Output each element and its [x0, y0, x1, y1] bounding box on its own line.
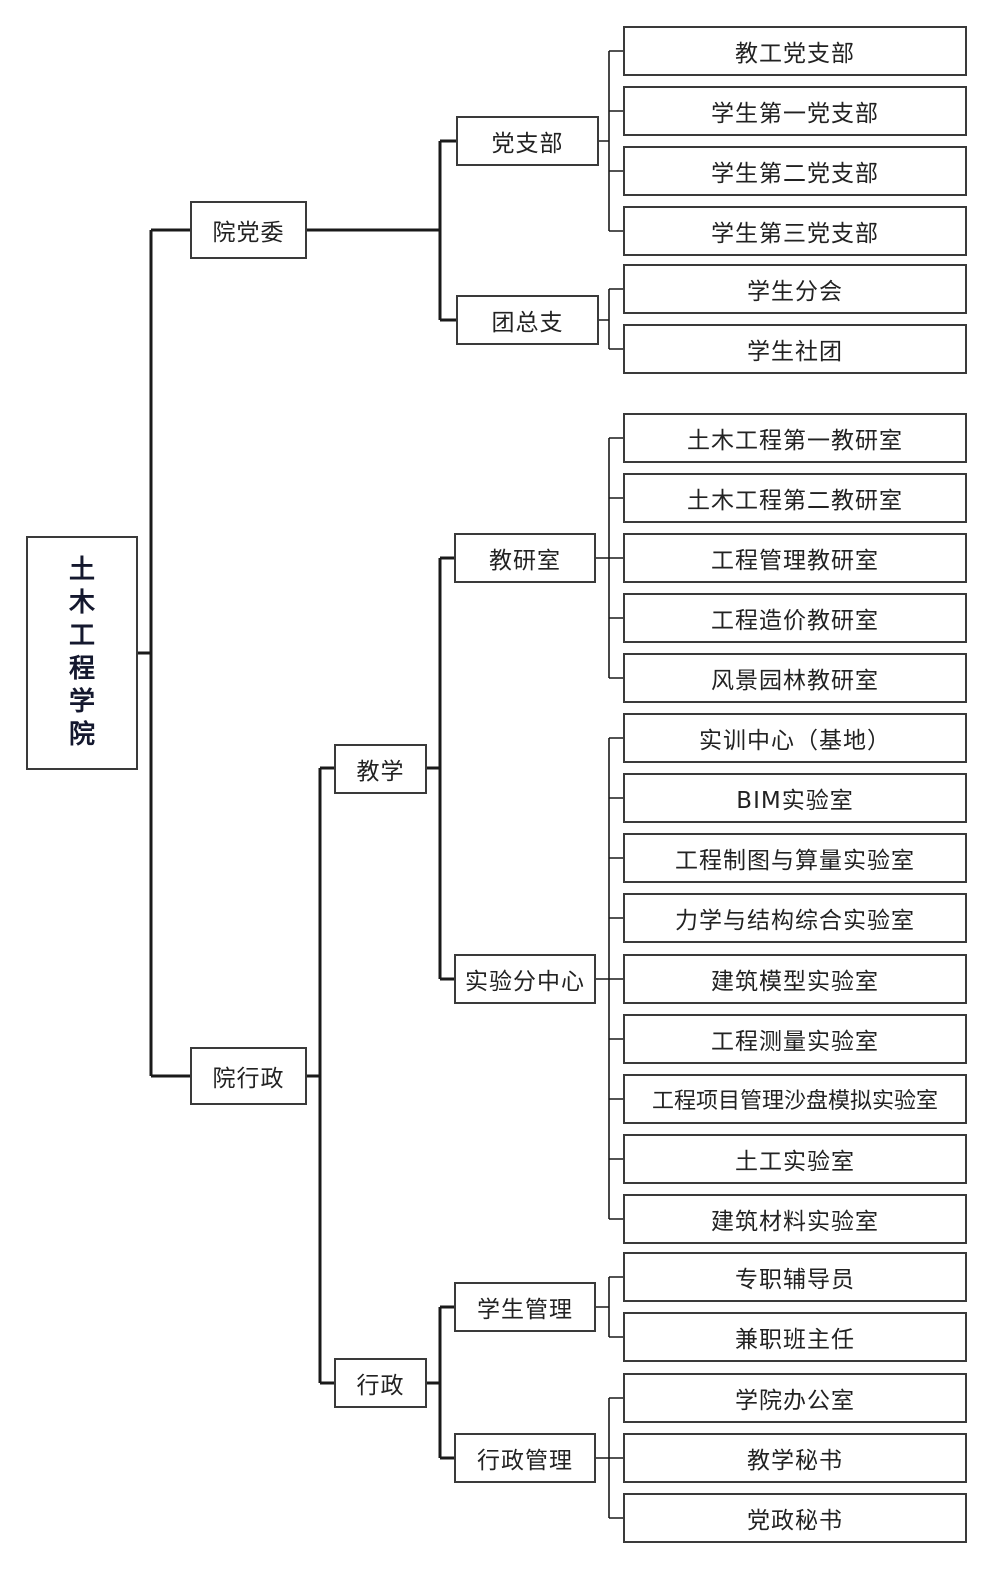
- leaf-node: 党政秘书: [623, 1493, 967, 1543]
- node-lab-center: 实验分中心: [454, 954, 596, 1004]
- node-college-admin: 院行政: [190, 1047, 307, 1105]
- root-char: 工: [68, 621, 95, 651]
- node-party-branch: 党支部: [456, 116, 599, 166]
- leaf-node: 工程造价教研室: [623, 593, 967, 643]
- node-youth-league: 团总支: [456, 295, 599, 345]
- leaf-node: 土木工程第一教研室: [623, 413, 967, 463]
- leaf-node: 土工实验室: [623, 1134, 967, 1184]
- leaf-node: 工程测量实验室: [623, 1014, 967, 1064]
- node-admin-management: 行政管理: [454, 1433, 596, 1483]
- root-char: 学: [68, 687, 95, 717]
- node-research-office: 教研室: [454, 533, 596, 583]
- leaf-node: 学院办公室: [623, 1373, 967, 1423]
- leaf-node: 兼职班主任: [623, 1312, 967, 1362]
- leaf-node: 学生第三党支部: [623, 206, 967, 256]
- node-student-management: 学生管理: [454, 1282, 596, 1332]
- root-char: 程: [68, 654, 95, 684]
- node-party-committee: 院党委: [190, 201, 307, 259]
- node-administration: 行政: [334, 1358, 427, 1408]
- leaf-node: 工程项目管理沙盘模拟实验室: [623, 1074, 967, 1124]
- leaf-node: 风景园林教研室: [623, 653, 967, 703]
- leaf-node: 专职辅导员: [623, 1252, 967, 1302]
- leaf-node: 学生第二党支部: [623, 146, 967, 196]
- root-char: 木: [68, 588, 95, 618]
- leaf-node: 学生第一党支部: [623, 86, 967, 136]
- leaf-node: 土木工程第二教研室: [623, 473, 967, 523]
- leaf-node: 教学秘书: [623, 1433, 967, 1483]
- leaf-node: 教工党支部: [623, 26, 967, 76]
- root-college-node: 土 木 工 程 学 院: [26, 536, 138, 770]
- leaf-node: 建筑模型实验室: [623, 954, 967, 1004]
- leaf-node: 学生分会: [623, 264, 967, 314]
- leaf-node: 力学与结构综合实验室: [623, 893, 967, 943]
- node-teaching: 教学: [334, 744, 427, 794]
- leaf-node: 实训中心（基地）: [623, 713, 967, 763]
- root-char: 土: [68, 555, 95, 585]
- leaf-node: BIM实验室: [623, 773, 967, 823]
- root-char: 院: [68, 720, 95, 750]
- leaf-node: 学生社团: [623, 324, 967, 374]
- leaf-node: 工程管理教研室: [623, 533, 967, 583]
- leaf-node: 工程制图与算量实验室: [623, 833, 967, 883]
- leaf-node: 建筑材料实验室: [623, 1194, 967, 1244]
